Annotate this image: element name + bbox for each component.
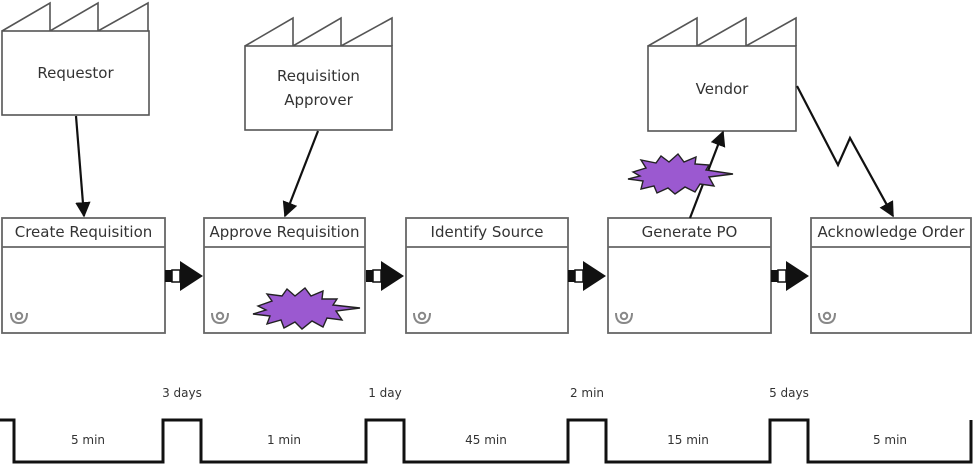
factory-vendor[interactable] bbox=[647, 16, 797, 132]
factory-label-requestor: Requestor bbox=[2, 31, 149, 115]
process-box-acknowledge-order[interactable] bbox=[810, 217, 972, 334]
push-arrow-icon bbox=[366, 261, 404, 291]
timeline-process-time: 5 min bbox=[872, 433, 908, 447]
factory-approver[interactable] bbox=[244, 16, 393, 131]
timeline-process-time: 15 min bbox=[667, 433, 709, 447]
factory-label-vendor: Vendor bbox=[648, 46, 796, 131]
vendor-label: Vendor bbox=[695, 79, 749, 98]
timeline-line bbox=[0, 418, 973, 464]
process-title-identify-source: Identify Source bbox=[430, 223, 544, 241]
push-arrow-2 bbox=[366, 261, 404, 291]
timeline-wait-time: 5 days bbox=[769, 386, 809, 400]
process-box-generate-po[interactable] bbox=[607, 217, 772, 334]
operator-icon bbox=[211, 311, 229, 325]
factory-label-approver: Requisition Approver bbox=[245, 46, 392, 130]
operator-icon bbox=[10, 311, 28, 325]
push-arrow-icon bbox=[165, 261, 203, 291]
push-arrow-1 bbox=[165, 261, 203, 291]
push-arrow-icon bbox=[771, 261, 809, 291]
process-title-generate-po: Generate PO bbox=[641, 223, 738, 241]
electronic-info-flow-vendor-to-acknowledge bbox=[796, 85, 894, 218]
timeline-wait-time: 3 days bbox=[162, 386, 202, 400]
info-flow-requestor-to-create bbox=[74, 115, 91, 218]
operator-icon bbox=[818, 311, 836, 325]
process-title-approve-requisition: Approve Requisition bbox=[209, 223, 360, 241]
approver-label-line-2: Approver bbox=[284, 91, 353, 109]
timeline-wait-time: 2 min bbox=[569, 386, 605, 400]
factory-requestor[interactable] bbox=[1, 1, 150, 116]
kaizen-burst-icon bbox=[252, 287, 361, 330]
process-box-create-requisition[interactable] bbox=[1, 217, 166, 334]
push-arrow-3 bbox=[568, 261, 606, 291]
approver-label-line-1: Requisition bbox=[277, 67, 360, 85]
operator-icon bbox=[413, 311, 431, 325]
kaizen-burst-generate-po bbox=[627, 152, 734, 195]
factory-icon bbox=[1, 1, 150, 116]
push-arrow-icon bbox=[568, 261, 606, 291]
timeline-wait-time: 1 day bbox=[368, 386, 402, 400]
kaizen-burst-approve-requisition bbox=[252, 287, 361, 330]
kaizen-burst-icon bbox=[627, 152, 734, 195]
timeline-process-time: 5 min bbox=[70, 433, 106, 447]
push-arrow-4 bbox=[771, 261, 809, 291]
factory-icon bbox=[647, 16, 797, 132]
timeline-process-time: 1 min bbox=[266, 433, 302, 447]
info-flow-approver-to-approve bbox=[282, 130, 320, 218]
process-title-acknowledge-order: Acknowledge Order bbox=[817, 223, 965, 241]
timeline-process-time: 45 min bbox=[465, 433, 507, 447]
factory-icon bbox=[244, 16, 393, 131]
process-box-identify-source[interactable] bbox=[405, 217, 569, 334]
operator-icon bbox=[615, 311, 633, 325]
requestor-label: Requestor bbox=[37, 64, 114, 82]
process-title-create-requisition: Create Requisition bbox=[14, 223, 153, 241]
